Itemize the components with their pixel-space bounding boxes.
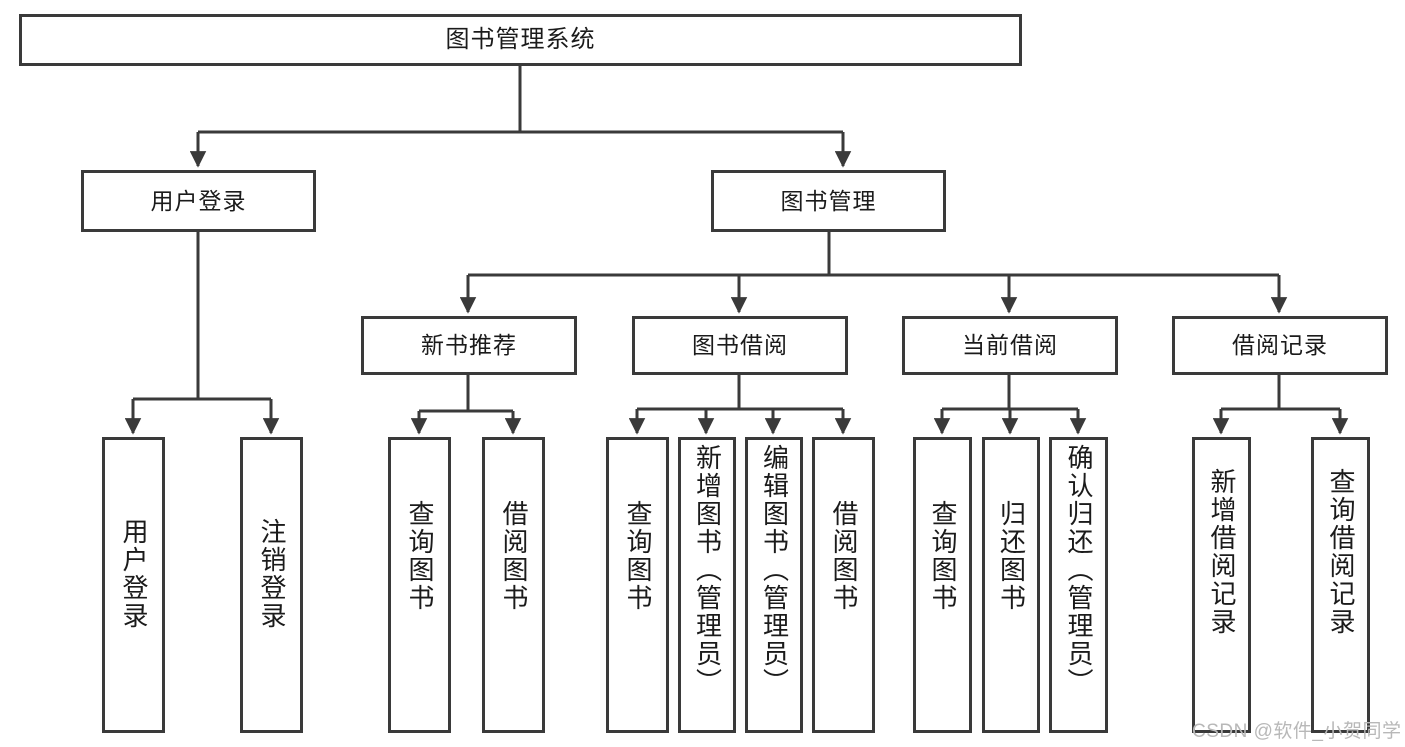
leaf-edit-book-admin[interactable]: 编辑图书（管理员） (745, 437, 803, 733)
leaf-query-book-recommend-label: 查询图书 (405, 500, 436, 612)
leaf-query-borrow-record[interactable]: 查询借阅记录 (1311, 437, 1370, 733)
node-new-book-recommend-label: 新书推荐 (421, 332, 517, 359)
node-book-borrow[interactable]: 图书借阅 (632, 316, 848, 375)
node-new-book-recommend[interactable]: 新书推荐 (361, 316, 577, 375)
node-root-label: 图书管理系统 (445, 26, 596, 54)
leaf-return-book[interactable]: 归还图书 (982, 437, 1040, 733)
node-current-borrow[interactable]: 当前借阅 (902, 316, 1118, 375)
leaf-logout-label: 注销登录 (257, 518, 288, 630)
node-borrow-record[interactable]: 借阅记录 (1172, 316, 1388, 375)
node-user-login[interactable]: 用户登录 (81, 170, 316, 232)
leaf-query-book-current[interactable]: 查询图书 (913, 437, 972, 733)
node-book-management-label: 图书管理 (780, 187, 877, 214)
leaf-borrow-book[interactable]: 借阅图书 (812, 437, 875, 733)
leaf-query-book-current-label: 查询图书 (928, 500, 959, 612)
leaf-borrow-book-recommend-label: 借阅图书 (499, 500, 530, 612)
leaf-query-book-borrow[interactable]: 查询图书 (606, 437, 669, 733)
leaf-query-book-recommend[interactable]: 查询图书 (388, 437, 451, 733)
leaf-add-book-admin[interactable]: 新增图书（管理员） (678, 437, 736, 733)
leaf-confirm-return-admin[interactable]: 确认归还（管理员） (1049, 437, 1108, 733)
leaf-add-borrow-record[interactable]: 新增借阅记录 (1192, 437, 1251, 733)
leaf-user-login[interactable]: 用户登录 (102, 437, 165, 733)
leaf-return-book-label: 归还图书 (996, 500, 1027, 612)
leaf-add-book-admin-label: 新增图书（管理员） (692, 444, 723, 696)
leaf-borrow-book-recommend[interactable]: 借阅图书 (482, 437, 545, 733)
node-current-borrow-label: 当前借阅 (962, 332, 1058, 359)
leaf-user-login-label: 用户登录 (119, 518, 150, 630)
leaf-query-book-borrow-label: 查询图书 (623, 500, 654, 612)
node-user-login-label: 用户登录 (150, 187, 247, 214)
leaf-edit-book-admin-label: 编辑图书（管理员） (759, 444, 790, 696)
leaf-query-borrow-record-label: 查询借阅记录 (1326, 468, 1357, 636)
leaf-add-borrow-record-label: 新增借阅记录 (1207, 468, 1238, 636)
leaf-confirm-return-admin-label: 确认归还（管理员） (1064, 444, 1095, 696)
csdn-watermark: CSDN @软件_小贺同学 (1192, 721, 1402, 742)
leaf-borrow-book-label: 借阅图书 (829, 500, 860, 612)
node-root[interactable]: 图书管理系统 (19, 14, 1022, 66)
node-book-management[interactable]: 图书管理 (711, 170, 946, 232)
node-book-borrow-label: 图书借阅 (692, 332, 788, 359)
node-borrow-record-label: 借阅记录 (1232, 332, 1328, 359)
leaf-logout[interactable]: 注销登录 (240, 437, 303, 733)
